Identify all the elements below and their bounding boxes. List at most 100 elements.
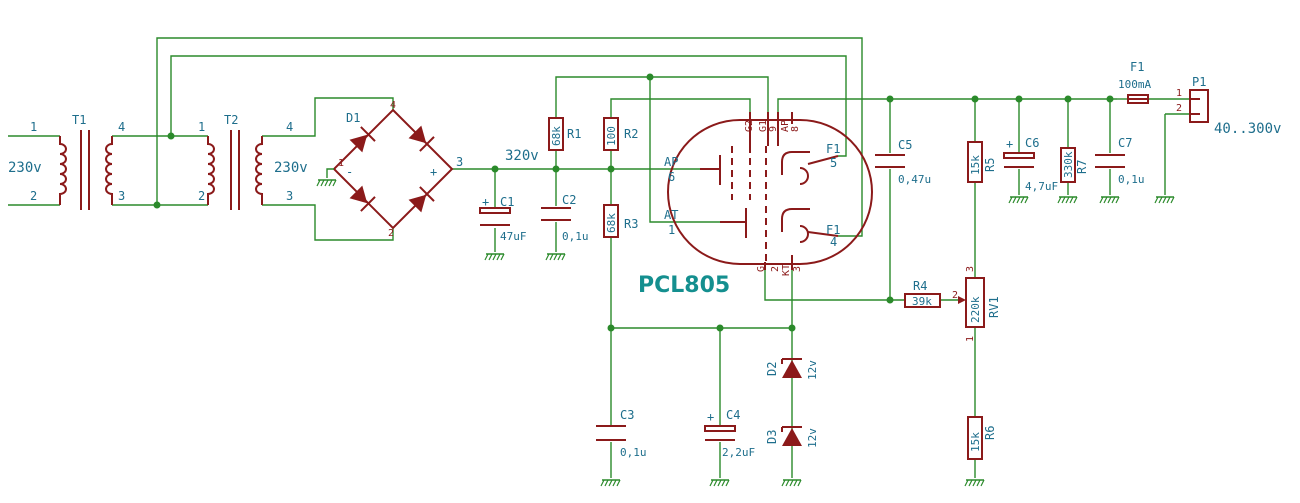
r3-ref: R3	[624, 217, 638, 231]
r7-ref: R7	[1075, 160, 1089, 174]
t2-pin-1: 1	[198, 120, 205, 134]
t2-pin-4: 4	[286, 120, 293, 134]
capacitor-c4: + C4 2,2uF	[704, 408, 755, 487]
rv1-pin-1: 1	[965, 336, 976, 342]
r5-value: 15k	[969, 155, 982, 175]
capacitor-c3: C3 0,1u	[596, 408, 647, 487]
d1-pin-1: 1	[338, 158, 344, 169]
capacitor-c7: C7 0,1u	[1095, 136, 1145, 204]
r1-ref: R1	[567, 127, 581, 141]
c6-value: 4,7uF	[1025, 180, 1058, 193]
transformer-t2: T2 1 2 4 3 230v	[198, 113, 308, 210]
fuse-f1: F1 100mA	[1117, 60, 1151, 104]
t2-ref: T2	[224, 113, 238, 127]
d1-pin-4: 4	[390, 100, 396, 111]
tube-pin-ap: AP	[780, 120, 791, 132]
c7-ref: C7	[1118, 136, 1132, 150]
capacitor-c6: + C6 4,7uF	[1003, 136, 1058, 204]
tube-pin-4: 4	[830, 235, 837, 249]
tube-pin-kt: KT	[781, 264, 792, 276]
r7-value: 330k	[1062, 151, 1075, 178]
rv1-value: 220k	[969, 296, 982, 323]
r6-value: 15k	[969, 432, 982, 452]
t2-voltage: 230v	[274, 160, 308, 176]
c3-ref: C3	[620, 408, 634, 422]
tube-pin-f1-top: F1	[826, 142, 840, 156]
c2-ref: C2	[562, 193, 576, 207]
r6-ref: R6	[983, 426, 997, 440]
tube-pin-g: G	[756, 266, 767, 272]
tube-pin-g2: G2	[744, 120, 755, 132]
capacitor-c2: C2 0,1u	[541, 193, 589, 261]
capacitor-c1: + C1 47uF	[479, 195, 527, 261]
t1-pin-4: 4	[118, 120, 125, 134]
resistor-r5: 15k R5	[967, 141, 997, 183]
c6-ref: C6	[1025, 136, 1039, 150]
p1-pin-2: 2	[1176, 103, 1182, 114]
r5-ref: R5	[983, 158, 997, 172]
r1-value: 68k	[550, 126, 563, 146]
bridge-rectifier-d1: D1 1 2 3 4 - +	[316, 100, 463, 239]
resistor-r7: 330k R7	[1057, 147, 1089, 204]
wires	[8, 37, 1190, 478]
c1-plus: +	[482, 195, 489, 209]
transformer-t1: T1 4 3	[59, 113, 125, 210]
t2-pin-2: 2	[198, 189, 205, 203]
tube-label-ap: AP	[664, 155, 678, 169]
rv1-pin-3: 3	[965, 266, 976, 272]
resistor-r6: 15k R6	[964, 416, 997, 487]
f1-value: 100mA	[1118, 78, 1151, 91]
junctions	[153, 73, 1114, 332]
c4-value: 2,2uF	[722, 446, 755, 459]
d1-minus: -	[346, 165, 353, 179]
zener-d2: D2 12v	[765, 358, 819, 380]
hv-node-label: 320v	[505, 148, 539, 164]
d3-ref: D3	[765, 430, 779, 444]
d2-value: 12v	[806, 360, 819, 380]
tube-label-at: AT	[664, 208, 678, 222]
c5-value: 0,47u	[898, 173, 931, 186]
rv1-ref: RV1	[987, 296, 1001, 318]
t2-pin-3: 3	[286, 189, 293, 203]
t1-pin-3: 3	[118, 189, 125, 203]
tube-pin-g1: G1	[758, 120, 769, 132]
tube-pcl805: G2 G1 9 AP 8 F1 5 AP 6 AT 1 F1 4 G 2 KT …	[638, 112, 873, 298]
p1-voltage: 40..300v	[1214, 121, 1281, 137]
tube-pin-3: 3	[792, 266, 803, 272]
r2-ref: R2	[624, 127, 638, 141]
d1-ref: D1	[346, 111, 360, 125]
capacitor-c5: C5 0,47u	[875, 138, 931, 186]
c1-value: 47uF	[500, 230, 527, 243]
r4-value: 39k	[912, 295, 932, 308]
input-terminals: 230v 1 2	[8, 120, 42, 203]
rv1-pin-2: 2	[952, 290, 958, 301]
input-voltage: 230v	[8, 160, 42, 176]
resistor-r2: 100 R2	[603, 117, 638, 151]
input-pin-2: 2	[30, 189, 37, 203]
input-pin-1: 1	[30, 120, 37, 134]
c2-value: 0,1u	[562, 230, 589, 243]
resistor-r3: 68k R3	[603, 204, 638, 238]
r3-value: 68k	[605, 213, 618, 233]
t1-ref: T1	[72, 113, 86, 127]
d3-value: 12v	[806, 428, 819, 448]
c4-plus: +	[707, 410, 714, 424]
c4-ref: C4	[726, 408, 740, 422]
tube-pin-8: 8	[790, 126, 801, 132]
resistor-r4: 39k R4	[904, 279, 941, 308]
d1-pin-2: 2	[388, 228, 394, 239]
tube-name: PCL805	[638, 273, 730, 298]
zener-d3: D3 12v	[765, 426, 819, 487]
r4-ref: R4	[913, 279, 927, 293]
d1-plus: +	[430, 165, 437, 179]
p1-pin-1: 1	[1176, 88, 1182, 99]
connector-p1: P1 1 2 40..300v	[1154, 75, 1281, 204]
tube-pin-9: 9	[768, 126, 779, 132]
tube-pin-6: 6	[668, 170, 675, 184]
tube-pin-f1-bottom: F1	[826, 223, 840, 237]
d2-ref: D2	[765, 362, 779, 376]
potentiometer-rv1: 220k RV1 3 2 1	[952, 266, 1001, 342]
resistor-r1: 68k R1	[548, 117, 581, 151]
d1-pin-3: 3	[456, 155, 463, 169]
